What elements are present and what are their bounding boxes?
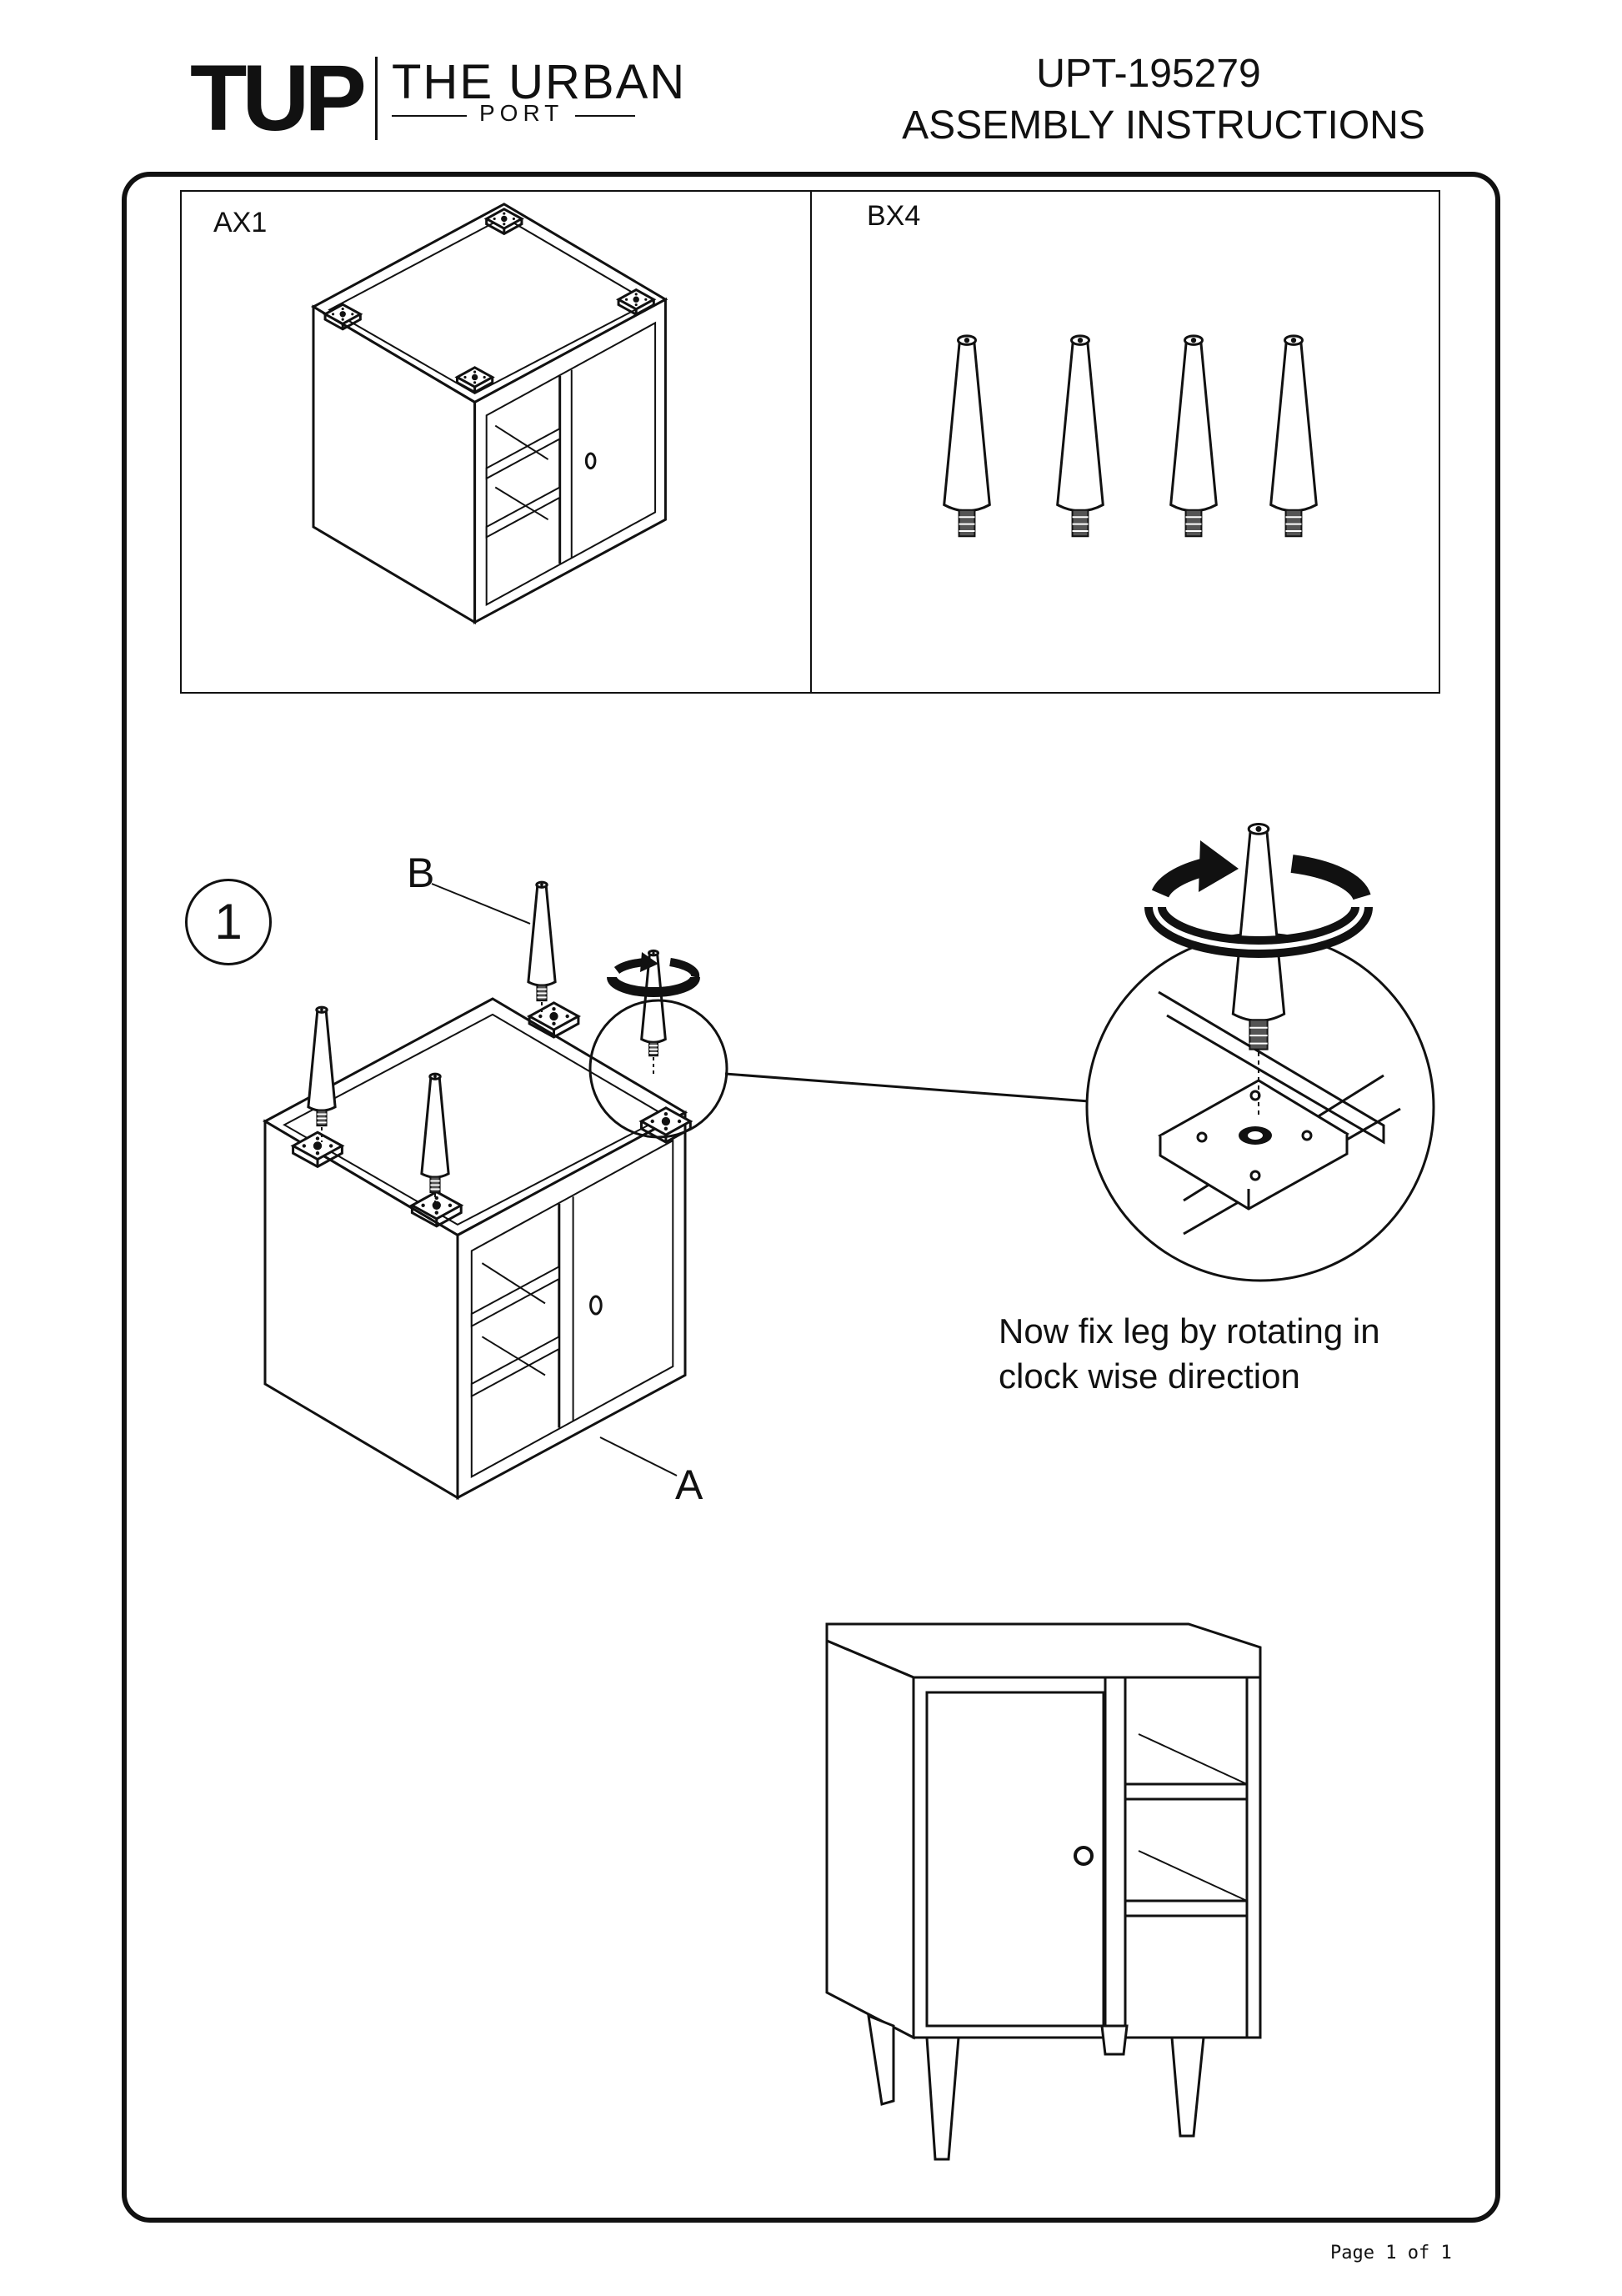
logo-brand-name: THE URBAN bbox=[392, 55, 687, 109]
zoom-connector-line bbox=[725, 1074, 1100, 1102]
logo-rule-right bbox=[575, 115, 635, 117]
callout-b-leader bbox=[432, 884, 530, 924]
part-a-cabinet-drawing bbox=[312, 203, 667, 624]
final-assembled-cabinet bbox=[827, 1624, 1260, 2159]
zoom-detail-content bbox=[1159, 992, 1400, 1234]
part-label-b: BX4 bbox=[867, 200, 921, 232]
instruction-line-2: clock wise direction bbox=[999, 1356, 1300, 1396]
document-title: ASSEMBLY INSTRUCTIONS bbox=[902, 103, 1425, 148]
part-b-legs-drawing bbox=[943, 334, 1318, 538]
instruction-line-1: Now fix leg by rotating in bbox=[999, 1311, 1380, 1351]
part-label-a: AX1 bbox=[213, 207, 268, 238]
logo-rule-left bbox=[392, 115, 467, 117]
zoom-source-circle bbox=[590, 1000, 727, 1137]
product-code: UPT-195279 bbox=[1036, 52, 1261, 96]
parts-divider bbox=[810, 190, 812, 694]
logo-separator bbox=[375, 57, 378, 140]
step-number: 1 bbox=[185, 879, 272, 965]
logo-mark: TUP bbox=[190, 46, 367, 150]
callout-a: A bbox=[675, 1461, 703, 1508]
logo-brand-subname: PORT bbox=[479, 100, 564, 126]
step1-legs-drawing bbox=[307, 881, 667, 1206]
instruction-frame bbox=[122, 172, 1500, 2223]
zoom-rotation-arrow bbox=[1155, 840, 1362, 947]
callout-b: B bbox=[407, 850, 435, 896]
step1-rotation-arrow bbox=[612, 952, 695, 992]
callout-a-leader bbox=[600, 1437, 677, 1476]
instruction-note: Now fix leg by rotating in clock wise di… bbox=[999, 1309, 1465, 1399]
page-number: Page 1 of 1 bbox=[1330, 2243, 1452, 2263]
